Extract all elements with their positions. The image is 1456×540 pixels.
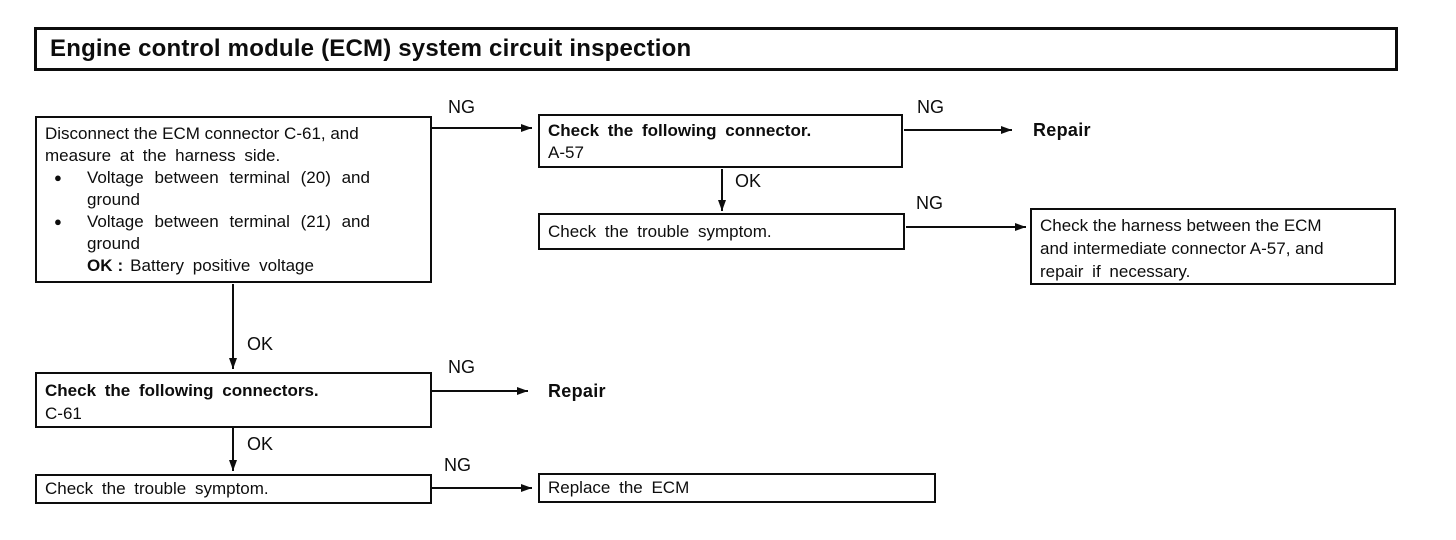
node-replace-ecm: Replace the ECM (538, 473, 936, 503)
edge-label-ok-1: OK (735, 171, 762, 191)
check-trouble-bottom-label: Check the trouble symptom. (45, 479, 269, 498)
edge-label-ok-2: OK (247, 334, 274, 354)
ok-battery-voltage-line: OK: Battery positive voltage (87, 255, 422, 277)
ok-colon: : (117, 256, 124, 275)
bullet-voltage-21: ● Voltage between terminal (21) and grou… (45, 211, 422, 255)
node-check-connector-a57: Check the following connector. A-57 (538, 114, 903, 168)
terminal-repair-top: Repair (1033, 120, 1091, 140)
check-harness-line1: Check the harness between the ECM (1040, 216, 1322, 235)
node-check-trouble-symptom-bottom: Check the trouble symptom. (35, 474, 432, 504)
terminal-repair-left: Repair (548, 381, 606, 401)
bullet-voltage-21-line2: ground (87, 234, 140, 253)
node-disconnect-ecm: Disconnect the ECM connector C-61, and m… (35, 116, 432, 283)
check-connectors-title: Check the following connectors. (45, 381, 319, 400)
node-check-connectors-c61: Check the following connectors. C-61 (35, 372, 432, 428)
edge-label-ng-2: NG (917, 97, 944, 117)
replace-ecm-label: Replace the ECM (548, 478, 690, 497)
bullet-voltage-21-line1: Voltage between terminal (21) and (87, 212, 370, 231)
check-connector-title: Check the following connector. (548, 121, 812, 140)
edge-label-ng-3: NG (916, 193, 943, 213)
node-check-trouble-symptom-mid: Check the trouble symptom. (538, 213, 905, 250)
check-trouble-mid-label: Check the trouble symptom. (548, 222, 772, 241)
check-harness-line3: repair if necessary. (1040, 262, 1191, 281)
page-title-box: Engine control module (ECM) system circu… (34, 27, 1398, 71)
check-harness-line2: and intermediate connector A-57, and (1040, 239, 1324, 258)
ok-value: Battery positive voltage (130, 256, 314, 275)
disconnect-intro-line2: measure at the harness side. (45, 146, 281, 165)
bullet-icon: ● (54, 214, 62, 229)
edge-label-ng-5: NG (444, 455, 471, 475)
bullet-voltage-20: ● Voltage between terminal (20) and grou… (45, 167, 422, 211)
edge-label-ng-1: NG (448, 97, 475, 117)
check-connector-detail: A-57 (548, 143, 584, 162)
disconnect-intro-line1: Disconnect the ECM connector C-61, and (45, 124, 359, 143)
page-title: Engine control module (ECM) system circu… (50, 35, 692, 62)
node-check-harness: Check the harness between the ECM and in… (1030, 208, 1396, 285)
check-connectors-detail: C-61 (45, 404, 82, 423)
edge-label-ng-4: NG (448, 357, 475, 377)
edge-label-ok-3: OK (247, 434, 274, 454)
bullet-voltage-20-line1: Voltage between terminal (20) and (87, 168, 370, 187)
bullet-icon: ● (54, 170, 62, 185)
bullet-voltage-20-line2: ground (87, 190, 140, 209)
ok-prefix: OK (87, 256, 113, 275)
